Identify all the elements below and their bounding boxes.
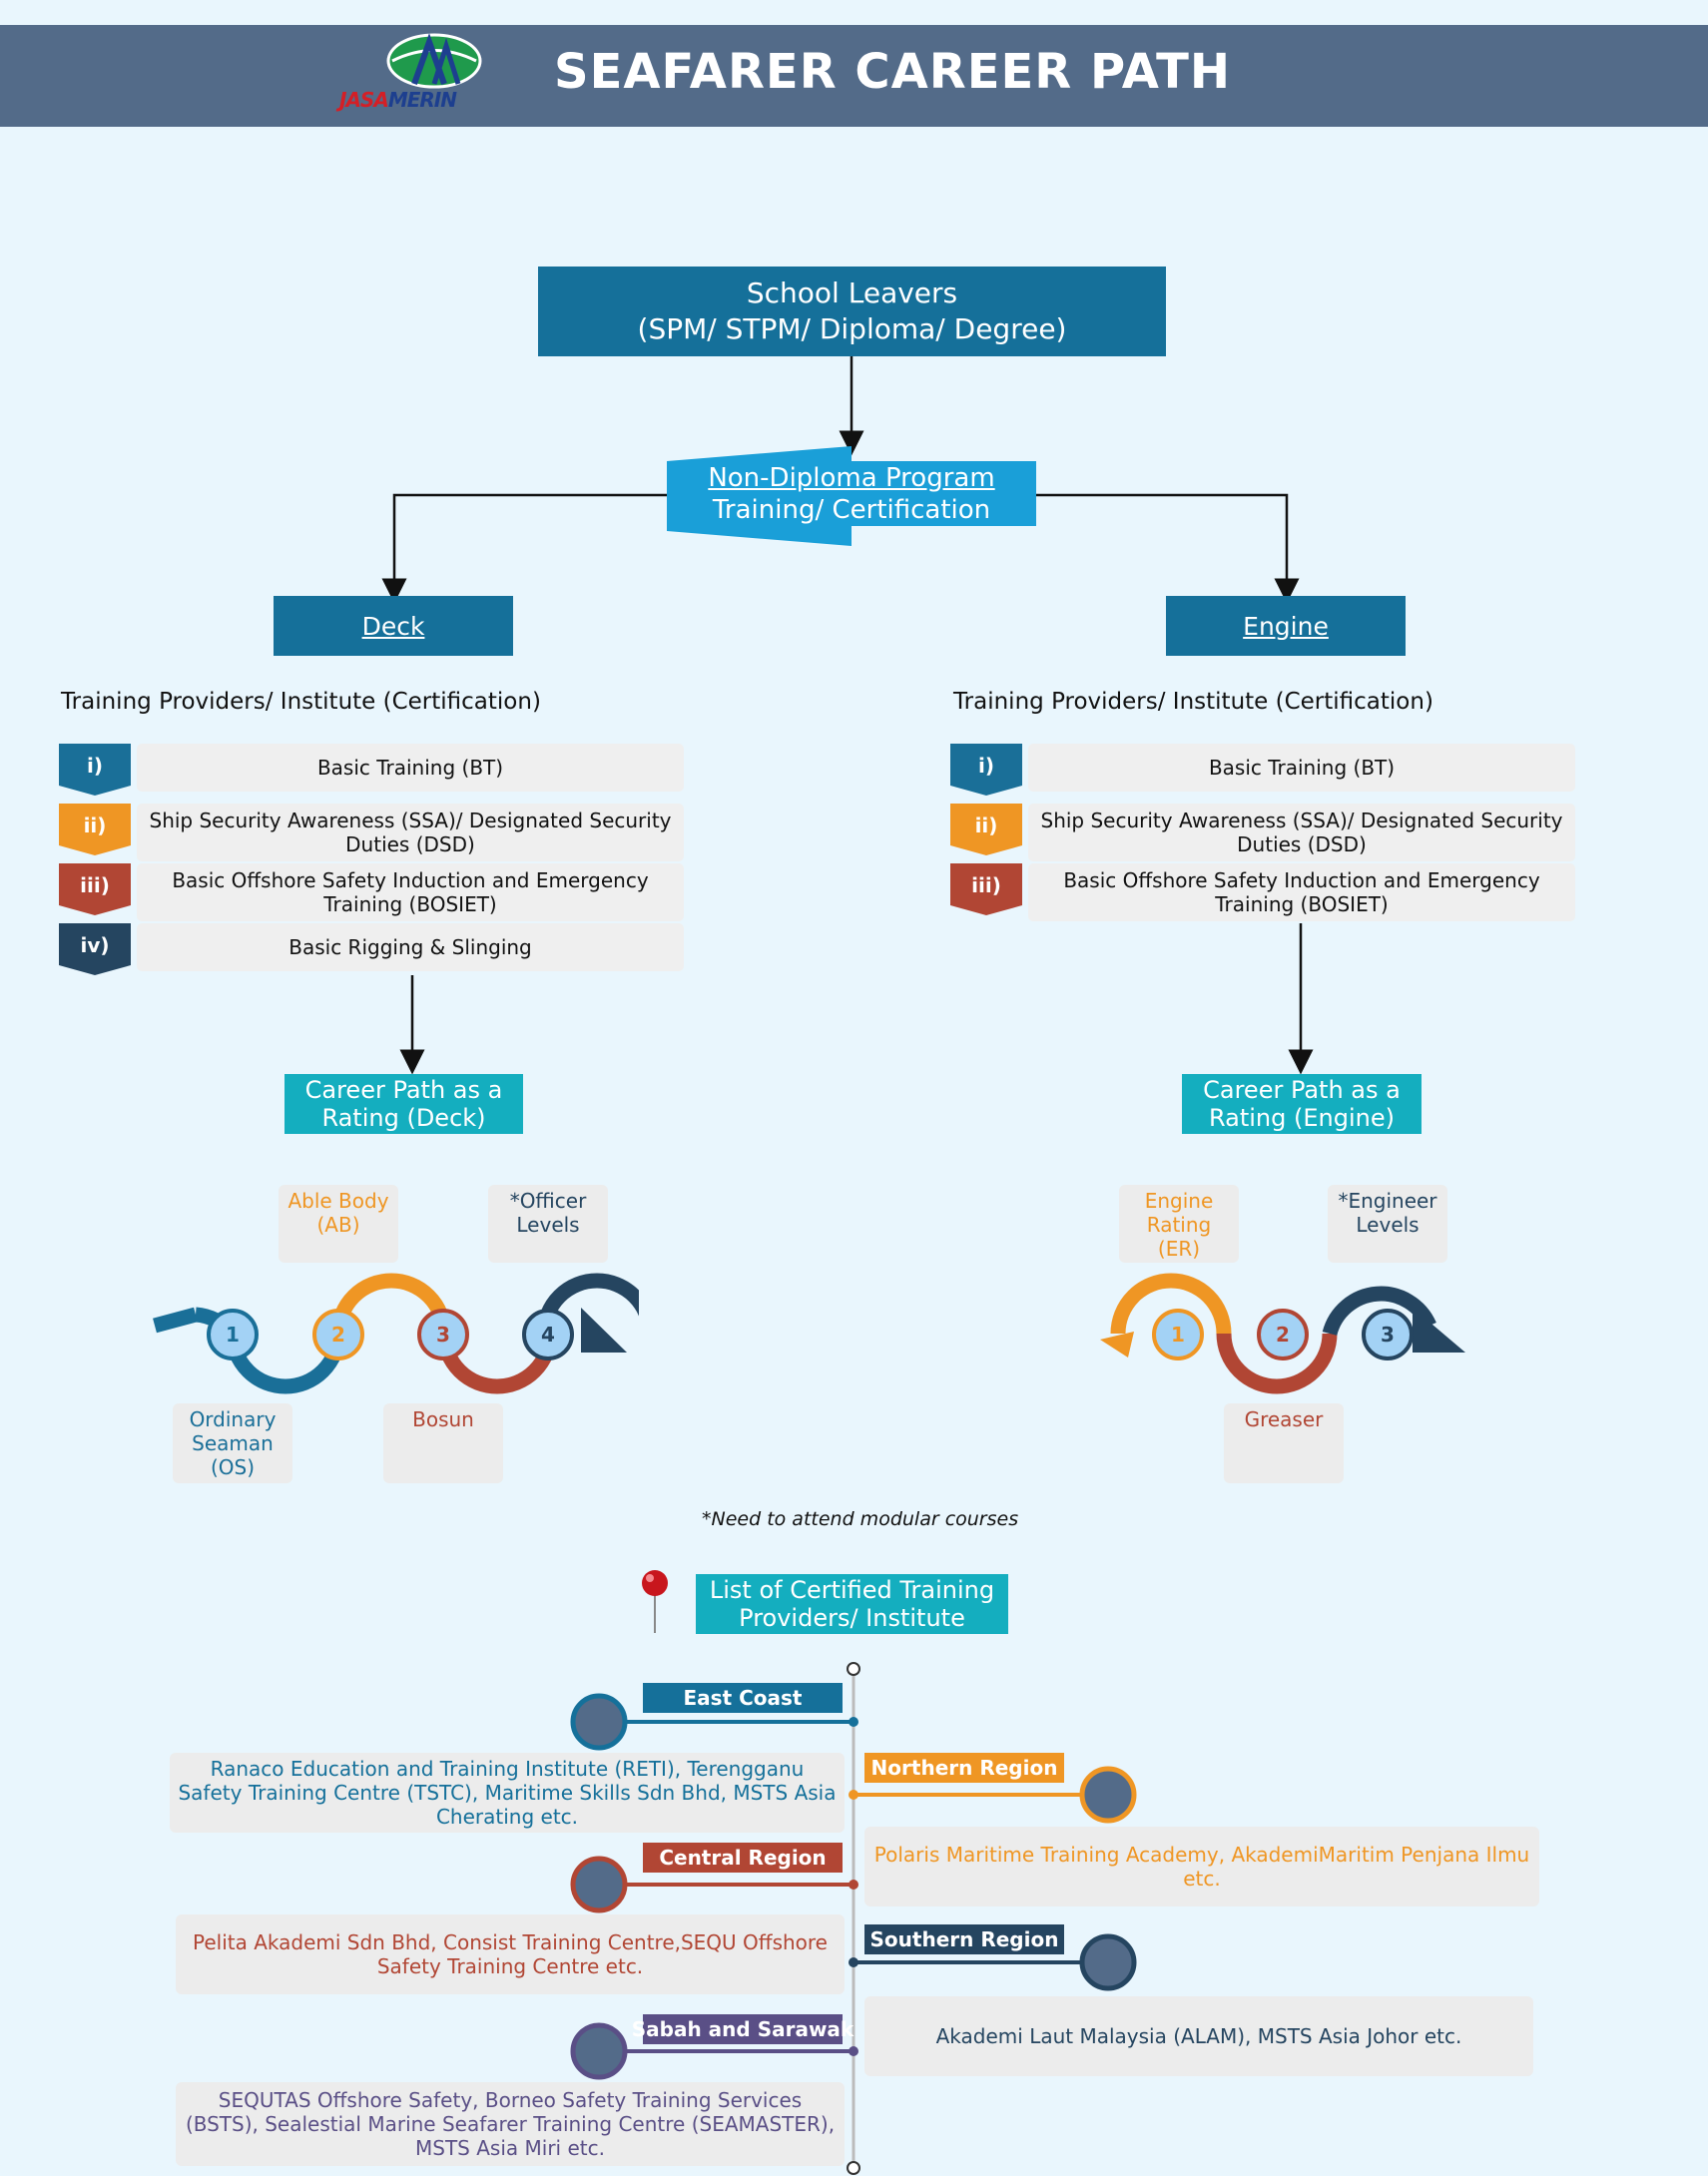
school-leavers-box: School Leavers (SPM/ STPM/ Diploma/ Degr… — [538, 267, 1166, 356]
deck-course-num: ii) — [83, 814, 107, 837]
deck-career-path-title: Career Path as a Rating (Deck) — [304, 1076, 503, 1132]
deck-course-badge-4-icon — [59, 923, 131, 975]
deck-course-item: Basic Offshore Safety Induction and Emer… — [137, 863, 684, 921]
engine-box: Engine — [1166, 596, 1406, 656]
engine-career-path-title: Career Path as a Rating (Engine) — [1203, 1076, 1401, 1132]
header-bar — [0, 25, 1708, 127]
engine-course-item: Ship Security Awareness (SSA)/ Designate… — [1028, 804, 1575, 861]
deck-course-num: iv) — [80, 933, 110, 957]
engine-course-num: i) — [978, 754, 994, 778]
deck-career-path-box: Career Path as a Rating (Deck) — [285, 1074, 523, 1134]
deck-providers-label: Training Providers/ Institute (Certifica… — [61, 689, 541, 715]
engine-course-badge-3-icon — [950, 863, 1022, 915]
program-ribbon-shape — [667, 446, 1036, 546]
engine-step-1-label: Engine Rating (ER) — [1119, 1185, 1239, 1263]
engine-step-2-label: Greaser — [1224, 1403, 1344, 1483]
engine-career-path-box: Career Path as a Rating (Engine) — [1182, 1074, 1422, 1134]
region-label-1: East Coast — [643, 1683, 843, 1713]
school-leavers-subtitle: (SPM/ STPM/ Diploma/ Degree) — [637, 312, 1067, 345]
engine-step-2-circle: 2 — [1257, 1309, 1309, 1360]
region-label-4: Southern Region — [864, 1924, 1064, 1954]
engine-course-item: Basic Offshore Safety Induction and Emer… — [1028, 863, 1575, 921]
non-diploma-program-title: Non-Diploma Program — [708, 462, 995, 493]
deck-step-1-circle: 1 — [207, 1309, 259, 1360]
non-diploma-program-subtitle: Training/ Certification — [712, 494, 991, 525]
engine-course-badge-1-icon — [950, 744, 1022, 796]
engine-course-num: iii) — [971, 873, 1001, 897]
deck-title: Deck — [361, 611, 425, 641]
engine-course-num: ii) — [974, 814, 998, 837]
deck-step-4-label: *Officer Levels — [488, 1185, 608, 1263]
deck-course-badge-1-icon — [59, 744, 131, 796]
engine-step-3-label: *Engineer Levels — [1328, 1185, 1447, 1263]
region-providers-3: Pelita Akademi Sdn Bhd, Consist Training… — [176, 1914, 845, 1994]
deck-course-badge-2-icon — [59, 804, 131, 855]
page-title: SEAFARER CAREER PATH — [554, 44, 1232, 100]
deck-step-1-label: Ordinary Seaman (OS) — [173, 1403, 292, 1483]
engine-providers-label: Training Providers/ Institute (Certifica… — [953, 689, 1433, 715]
pin-icon — [642, 1570, 668, 1633]
deck-course-badge-3-icon — [59, 863, 131, 915]
deck-course-item: Basic Training (BT) — [137, 744, 684, 792]
region-label-2: Northern Region — [864, 1753, 1064, 1783]
deck-step-3-circle: 3 — [417, 1309, 469, 1360]
engine-career-wave — [1110, 1273, 1436, 1394]
deck-career-arrowhead-icon — [581, 1308, 627, 1353]
region-providers-5: SEQUTAS Offshore Safety, Borneo Safety T… — [176, 2082, 845, 2166]
engine-career-arrowhead-icon — [1413, 1308, 1465, 1353]
region-providers-2: Polaris Maritime Training Academy, Akade… — [864, 1827, 1539, 1906]
deck-step-2-label: Able Body (AB) — [279, 1185, 398, 1263]
modular-courses-note: *Need to attend modular courses — [702, 1508, 1019, 1530]
deck-step-4-circle: 4 — [522, 1309, 574, 1360]
logo-wordmark: JASAMERIN — [339, 88, 457, 112]
engine-step-1-circle: 1 — [1152, 1309, 1204, 1360]
deck-course-num: i) — [87, 754, 103, 778]
region-providers-1: Ranaco Education and Training Institute … — [170, 1753, 845, 1833]
deck-box: Deck — [274, 596, 513, 656]
list-title: List of Certified Training Providers/ In… — [709, 1576, 995, 1632]
non-diploma-program-box: Non-Diploma Program Training/ Certificat… — [667, 461, 1036, 526]
deck-step-2-circle: 2 — [312, 1309, 364, 1360]
deck-course-item: Basic Rigging & Slinging — [137, 923, 684, 971]
list-title-box: List of Certified Training Providers/ In… — [696, 1574, 1008, 1634]
region-providers-4: Akademi Laut Malaysia (ALAM), MSTS Asia … — [864, 1996, 1533, 2076]
region-label-3: Central Region — [643, 1843, 843, 1873]
engine-career-left-arrowhead-icon — [1100, 1332, 1134, 1358]
deck-step-3-label: Bosun — [383, 1403, 503, 1483]
region-label-5: Sabah and Sarawak — [632, 2014, 854, 2044]
logo-globe-icon — [386, 33, 482, 89]
deck-course-item: Ship Security Awareness (SSA)/ Designate… — [137, 804, 684, 861]
engine-course-badge-2-icon — [950, 804, 1022, 855]
engine-step-3-circle: 3 — [1362, 1309, 1414, 1360]
deck-course-num: iii) — [80, 873, 110, 897]
engine-course-item: Basic Training (BT) — [1028, 744, 1575, 792]
school-leavers-title: School Leavers — [746, 276, 958, 309]
engine-title: Engine — [1243, 611, 1329, 641]
